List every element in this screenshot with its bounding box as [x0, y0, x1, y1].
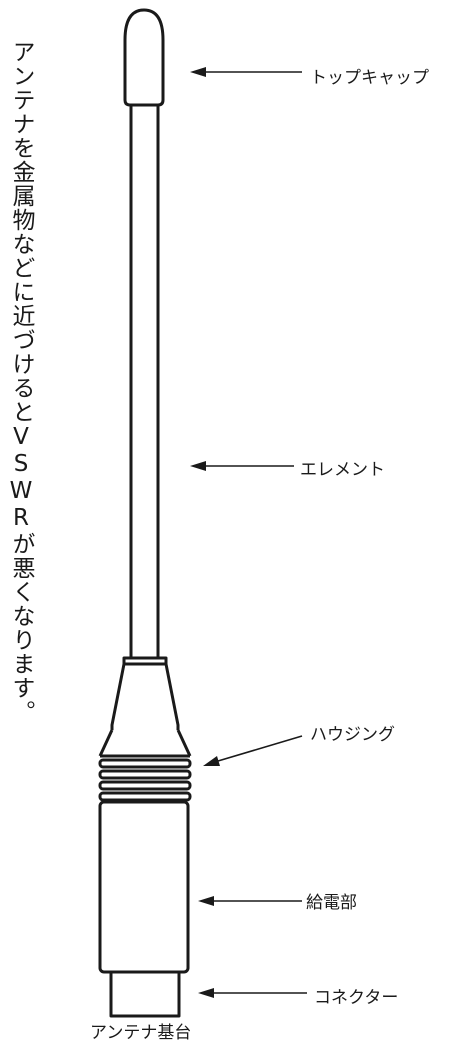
element-rod — [129, 105, 160, 658]
housing-body — [110, 663, 180, 730]
ring-3 — [98, 780, 192, 791]
label-housing: ハウジング — [310, 725, 395, 745]
label-top-cap: トップキャップ — [310, 68, 429, 88]
housing-collar — [122, 656, 168, 666]
label-antenna-base: アンテナ基台 — [90, 1023, 192, 1043]
label-feed: 給電部 — [306, 893, 357, 913]
vsw-warning-note: アンテナを金属物などに近づけるとVSWRが悪くなります。 — [8, 40, 34, 724]
connector-shape — [109, 970, 181, 1018]
housing-flare — [98, 729, 192, 757]
top-cap-shape — [123, 8, 165, 107]
ring-4 — [98, 791, 192, 802]
ring-2 — [98, 769, 192, 780]
arrowhead-top-cap — [190, 67, 206, 77]
arrow-housing — [217, 735, 303, 762]
arrowhead-connector — [198, 988, 214, 998]
arrowhead-element — [190, 461, 206, 471]
ring-1 — [98, 758, 192, 769]
arrowhead-feed — [198, 896, 214, 906]
feed-section — [98, 800, 190, 974]
label-connector: コネクター — [314, 988, 399, 1008]
arrowhead-housing — [203, 756, 220, 766]
label-element: エレメント — [300, 460, 385, 480]
